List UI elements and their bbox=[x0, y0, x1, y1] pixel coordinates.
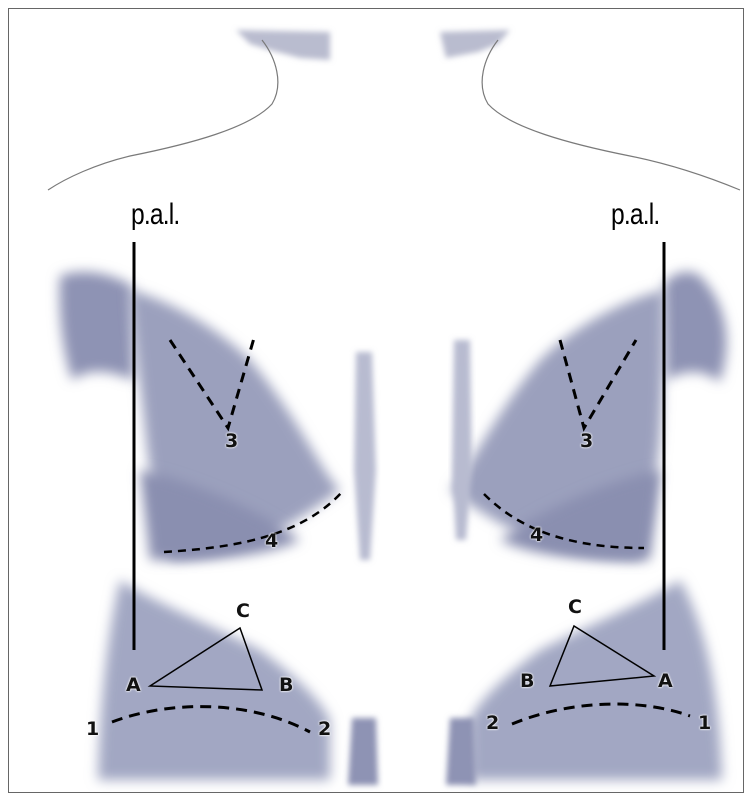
right-pal-label: p.a.l. bbox=[611, 198, 659, 232]
left-triangle-c-label: C bbox=[236, 600, 250, 622]
left-triangle-a-label: A bbox=[126, 674, 141, 696]
left-neck-shading bbox=[236, 30, 330, 60]
left-region-2-label: 2 bbox=[318, 718, 331, 740]
right-region-2-label: 2 bbox=[486, 712, 499, 734]
left-gluteal-shading bbox=[348, 718, 378, 785]
left-region-3-label: 3 bbox=[225, 430, 238, 452]
left-spine-shading bbox=[354, 352, 376, 560]
right-neck-shading bbox=[440, 30, 510, 58]
right-neck-outline bbox=[482, 40, 740, 190]
right-hip-shading bbox=[470, 580, 722, 780]
left-neck-outline bbox=[48, 40, 278, 190]
left-triangle-b-label: B bbox=[279, 674, 293, 696]
left-pal-label: p.a.l. bbox=[131, 198, 179, 232]
right-spine-shading bbox=[452, 340, 472, 540]
right-arm-shading bbox=[664, 272, 727, 382]
right-triangle-c-label: C bbox=[568, 596, 582, 618]
right-region-1-label: 1 bbox=[698, 712, 711, 734]
left-region-4-label: 4 bbox=[265, 530, 278, 552]
left-arm-shading bbox=[60, 272, 135, 380]
right-region-4-label: 4 bbox=[530, 524, 543, 546]
right-triangle-b-label: B bbox=[520, 670, 534, 692]
left-region-1-label: 1 bbox=[86, 718, 99, 740]
right-triangle-a-label: A bbox=[658, 670, 673, 692]
right-gluteal-shading bbox=[446, 718, 476, 785]
right-back-figure bbox=[440, 30, 740, 785]
right-region-3-label: 3 bbox=[580, 430, 593, 452]
left-back-figure bbox=[48, 30, 378, 785]
